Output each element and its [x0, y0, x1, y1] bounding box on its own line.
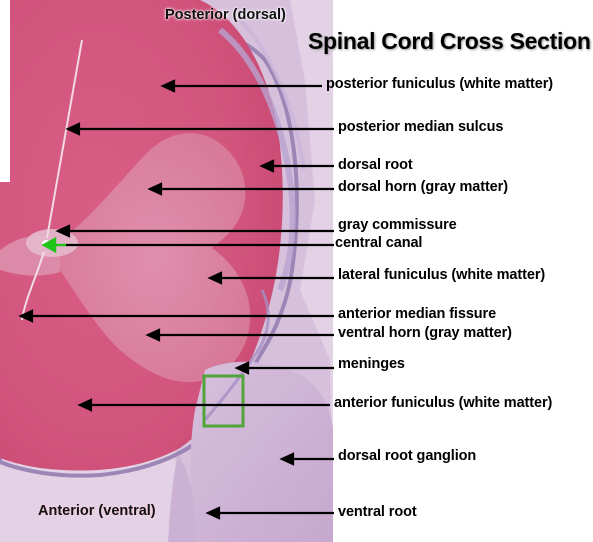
label-ventral-horn: ventral horn (gray matter) [338, 325, 512, 341]
posterior-median-sulcus-line [46, 39, 83, 239]
label-meninges: meninges [338, 356, 405, 372]
meninges-strand [203, 289, 270, 421]
label-posterior-funiculus: posterior funiculus (white matter) [326, 76, 554, 92]
label-ventral-root: ventral root [338, 504, 417, 520]
dorsal-root-strand [218, 27, 296, 292]
arrow-meninges [234, 361, 334, 375]
arrow-anterior-median-fissure [18, 309, 334, 323]
highlight-box [202, 374, 245, 428]
arrow-ventral-horn [145, 328, 334, 342]
ventral-root-shape [168, 455, 196, 542]
arrow-posterior-funiculus [160, 79, 322, 93]
label-lateral-funiculus: lateral funiculus (white matter) [338, 267, 546, 283]
arrow-anterior-funiculus [77, 398, 330, 412]
label-dorsal-root-ganglion: dorsal root ganglion [338, 448, 477, 464]
arrow-ventral-root [205, 506, 334, 520]
diagram-title: Spinal Cord Cross Section [308, 28, 591, 54]
dorsal-root-ganglion-shape [190, 361, 333, 542]
label-anterior-funiculus: anterior funiculus (white matter) [334, 395, 553, 411]
label-gray-commissure: gray commissure [338, 217, 457, 233]
label-dorsal-root: dorsal root [338, 157, 413, 173]
orientation-top-label: Posterior (dorsal) [165, 7, 286, 23]
label-central-canal: central canal [335, 235, 423, 251]
label-posterior-median-sulcus: posterior median sulcus [338, 119, 504, 135]
arrow-dorsal-root [259, 159, 334, 173]
label-anterior-median-fissure: anterior median fissure [338, 306, 497, 322]
arrow-posterior-median-sulcus [65, 122, 334, 136]
label-arrows [18, 79, 334, 520]
central-canal-arrow [41, 236, 66, 254]
arrow-lateral-funiculus [207, 271, 334, 285]
gray-matter-region [60, 133, 251, 383]
orientation-bottom-label: Anterior (ventral) [38, 503, 156, 519]
arrow-dorsal-horn [147, 182, 334, 196]
arrow-dorsal-root-ganglion [279, 452, 334, 466]
arrow-gray-commissure [55, 224, 334, 238]
label-dorsal-horn: dorsal horn (gray matter) [338, 179, 508, 195]
slide-edge [0, 0, 10, 182]
dorsal-root-strand-2 [238, 18, 306, 171]
